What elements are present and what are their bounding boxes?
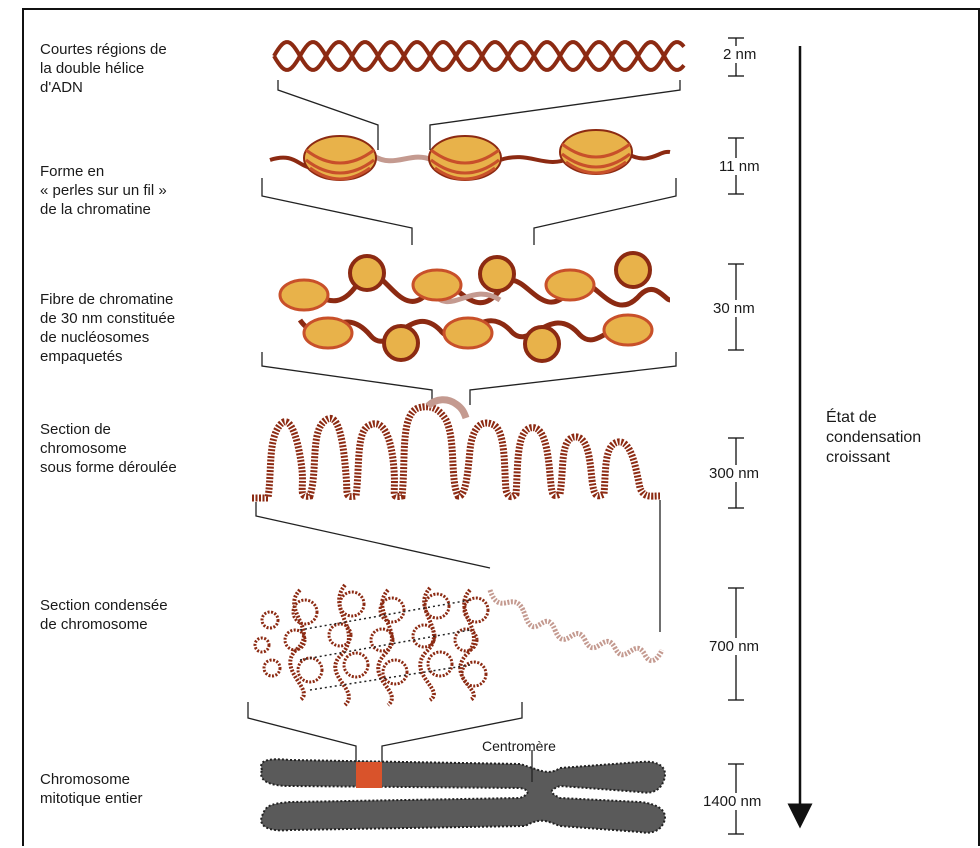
nucleosome-bead xyxy=(304,136,376,180)
nucleosome-bead xyxy=(429,136,501,180)
scale-label-300nm: 300 nm xyxy=(708,465,760,482)
label-beads-on-string: Forme en « perles sur un fil » de la chr… xyxy=(40,162,167,219)
nucleosome-bead xyxy=(560,130,632,174)
mitotic-chromosome xyxy=(261,750,665,833)
scale-label-700nm: 700 nm xyxy=(708,638,760,655)
scale-label-1400nm: 1400 nm xyxy=(702,793,762,810)
condensation-state-label: État de condensation croissant xyxy=(826,408,921,468)
dna-double-helix xyxy=(274,42,684,70)
beads-on-string xyxy=(270,130,670,180)
zoom-lines-5 xyxy=(248,702,522,762)
label-30nm-fiber: Fibre de chromatine de 30 nm constituée … xyxy=(40,290,175,366)
zoom-lines-2 xyxy=(262,178,676,245)
chromatin-fiber-30nm xyxy=(280,253,670,361)
scale-label-30nm: 30 nm xyxy=(712,300,756,317)
label-mitotic-chromosome: Chromosome mitotique entier xyxy=(40,770,143,808)
label-condensed-section: Section condensée de chromosome xyxy=(40,596,168,634)
centromere-label: Centromère xyxy=(482,738,556,754)
extended-chromatin-loops xyxy=(252,400,660,498)
label-dna-helix: Courtes régions de la double hélice d'AD… xyxy=(40,40,167,97)
zoom-lines-3 xyxy=(262,352,676,405)
scale-label-2nm: 2 nm xyxy=(722,46,757,63)
condensed-chromatin xyxy=(255,585,662,705)
condensed-section-marker xyxy=(356,762,382,788)
label-extended-section: Section de chromosome sous forme déroulé… xyxy=(40,420,177,477)
scale-label-11nm: 11 nm xyxy=(718,158,761,175)
